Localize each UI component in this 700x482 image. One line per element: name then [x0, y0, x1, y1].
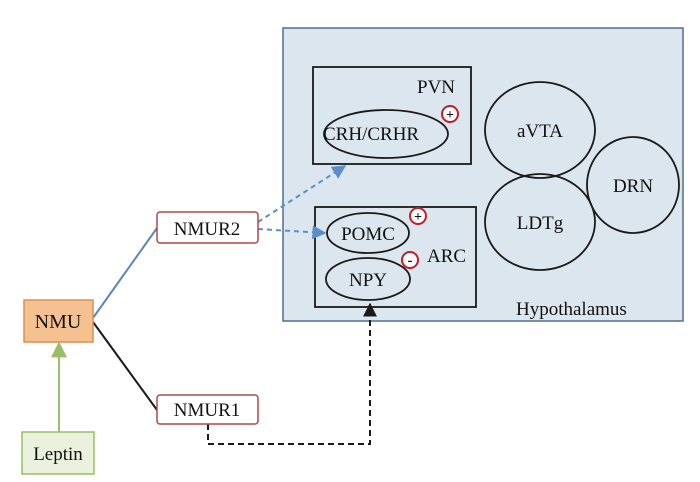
arc-box: ARC POMC + NPY - — [314, 206, 477, 308]
crh-plus-sign: + — [441, 105, 459, 123]
arc-label: ARC — [427, 246, 466, 267]
nmur2-label: NMUR2 — [174, 219, 241, 240]
npy-node — [325, 257, 411, 301]
nmur1-to-npy-dashed-arrow — [207, 302, 377, 445]
pomc-node — [326, 212, 410, 254]
svg-text:-: - — [408, 253, 413, 269]
crh-crhr-label: CRH/CRHR — [323, 124, 419, 145]
nmu-label: NMU — [35, 311, 82, 333]
npy-label: NPY — [349, 270, 387, 291]
ldtg-node: LDTg — [484, 173, 596, 271]
pomc-label: POMC — [341, 224, 395, 245]
leptin-node: Leptin — [21, 431, 95, 475]
pvn-box: PVN CRH/CRHR + — [312, 66, 472, 165]
svg-text:+: + — [414, 210, 422, 225]
nmu-to-nmur2-link — [92, 227, 158, 319]
avta-node: aVTA — [484, 81, 596, 179]
hypothalamus-label: Hypothalamus — [516, 299, 627, 320]
nmur2-node: NMUR2 — [156, 211, 259, 244]
drn-label: DRN — [613, 176, 653, 197]
nmur2-to-pomc-dashed-arrow — [257, 225, 327, 240]
hypothalamus-region: Hypothalamus — [282, 27, 684, 322]
avta-label: aVTA — [517, 121, 563, 142]
nmu-to-nmur1-link — [92, 321, 158, 411]
nmur1-node: NMUR1 — [156, 394, 259, 425]
svg-text:+: + — [446, 108, 454, 123]
pvn-label: PVN — [417, 77, 455, 98]
leptin-label: Leptin — [33, 444, 83, 465]
nmur1-label: NMUR1 — [174, 400, 241, 421]
nmu-node: NMU — [23, 299, 94, 343]
crh-crhr-node — [323, 109, 449, 159]
ldtg-label: LDTg — [517, 213, 564, 234]
drn-node: DRN — [586, 136, 680, 234]
pomc-plus-sign: + — [409, 207, 427, 225]
npy-minus-sign: - — [401, 251, 419, 269]
